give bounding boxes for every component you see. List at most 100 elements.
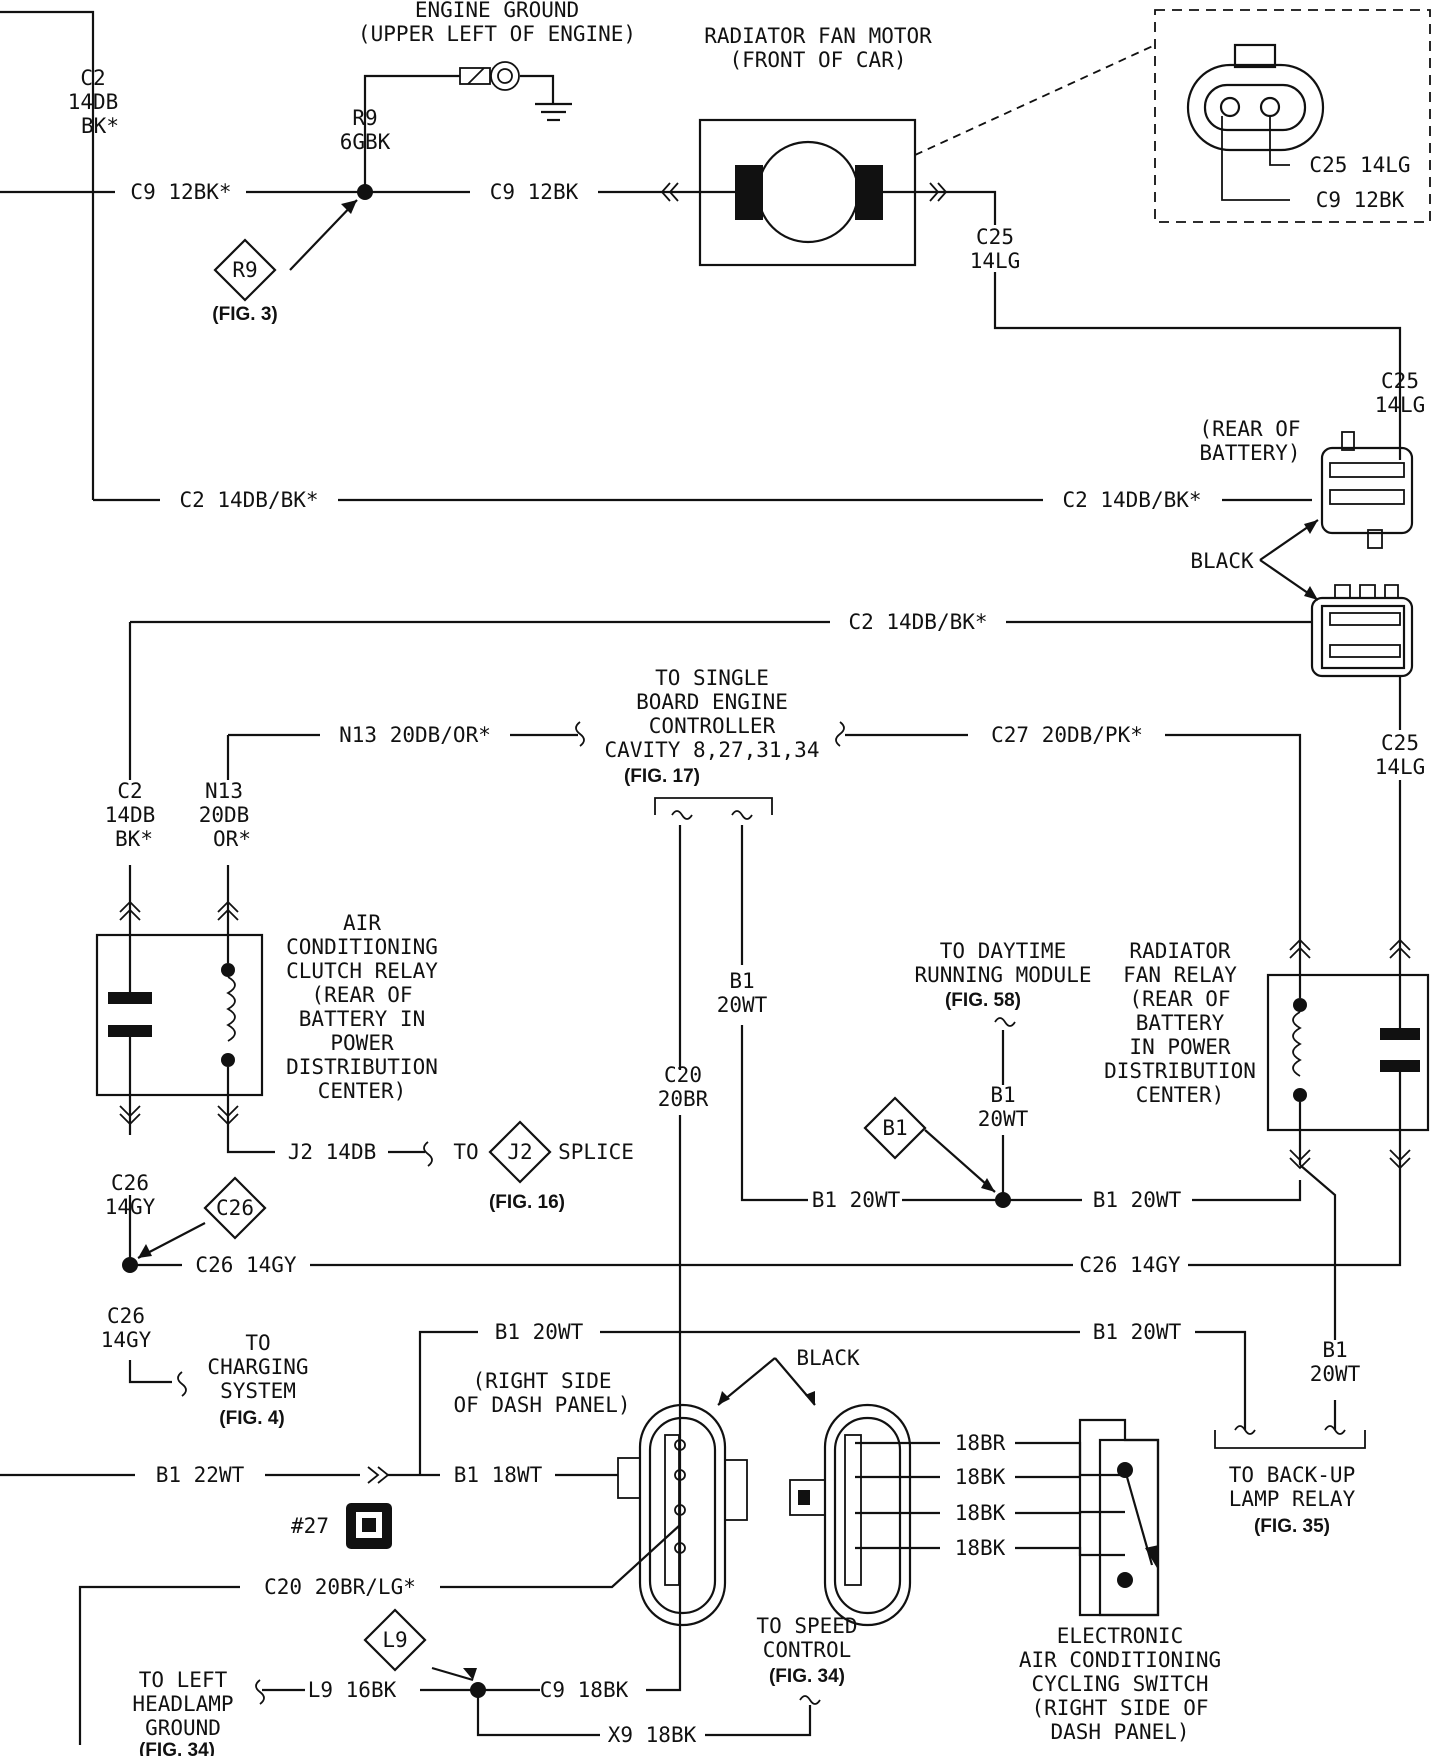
c25-conn-top-2: 14LG bbox=[1375, 393, 1426, 417]
fan-relay-7: CENTER) bbox=[1136, 1083, 1225, 1107]
wire-n13 bbox=[226, 733, 578, 905]
fan-relay-3: (REAR OF bbox=[1129, 987, 1230, 1011]
wire-fan-relay-bottom bbox=[1298, 1145, 1402, 1430]
ground-terminal-icon bbox=[459, 61, 572, 122]
wire-label-b1-top-left: B1 20WT bbox=[495, 1320, 584, 1344]
battery-connector-lower bbox=[1310, 584, 1414, 678]
diamond-l9-icon bbox=[363, 1608, 427, 1672]
wire-c20-bottom bbox=[78, 1524, 681, 1745]
ac-relay-5: BATTERY IN bbox=[299, 1007, 425, 1031]
pin-label-4: 18BK bbox=[955, 1536, 1006, 1560]
arrowhead-c26 bbox=[138, 1244, 152, 1258]
wire-c2-top-vertical bbox=[0, 10, 95, 500]
fan-relay-icon bbox=[1266, 938, 1430, 1170]
left-headlamp-2: HEADLAMP bbox=[132, 1692, 233, 1716]
c2-top-3: BK* bbox=[81, 114, 119, 138]
ac-relay-1: AIR bbox=[343, 911, 381, 935]
ac-relay-8: CENTER) bbox=[318, 1079, 407, 1103]
wire-label-b1-18wt: B1 18WT bbox=[454, 1463, 543, 1487]
drl-2: RUNNING MODULE bbox=[914, 963, 1091, 987]
b1-vert-2: 20WT bbox=[717, 993, 768, 1017]
splice-dots bbox=[122, 184, 1011, 1698]
sbec-bracket bbox=[654, 797, 773, 815]
ac-relay-icon bbox=[95, 900, 264, 1126]
wire-l9-arrow bbox=[431, 1666, 474, 1682]
c25-right-1: C25 bbox=[1381, 731, 1419, 755]
l9-diamond-label: L9 bbox=[382, 1628, 407, 1652]
cycling-switch-3: CYCLING SWITCH bbox=[1031, 1672, 1208, 1696]
b1-drl-1: B1 bbox=[990, 1083, 1015, 1107]
sbec-2: BOARD ENGINE bbox=[636, 690, 788, 714]
c26-bottom-2: 14GY bbox=[101, 1328, 152, 1352]
pin-label-2: 18BK bbox=[955, 1465, 1006, 1489]
wire-label-n13: N13 20DB/OR* bbox=[339, 723, 491, 747]
wire-label-b1-22wt: B1 22WT bbox=[156, 1463, 245, 1487]
c25-motor-1: C25 bbox=[976, 225, 1014, 249]
dash-panel-1: (RIGHT SIDE bbox=[472, 1369, 611, 1393]
wire-label-c20-bottom: C20 20BR/LG* bbox=[264, 1575, 416, 1599]
c25-right-2: 14LG bbox=[1375, 755, 1426, 779]
fig3-label: (FIG. 3) bbox=[212, 304, 277, 325]
dash-panel-2: OF DASH PANEL) bbox=[453, 1393, 630, 1417]
wire-label-c9-12bk-star: C9 12BK* bbox=[130, 180, 231, 204]
to-j2-splice: SPLICE bbox=[558, 1140, 634, 1164]
wire-label-c26-left: C26 14GY bbox=[195, 1253, 297, 1277]
fan-motor-line2: (FRONT OF CAR) bbox=[729, 48, 906, 72]
engine-ground-line1: ENGINE GROUND bbox=[415, 0, 579, 22]
c20-vert-2: 20BR bbox=[658, 1087, 709, 1111]
wire-r9-arrow bbox=[289, 199, 358, 271]
black-label-bottom: BLACK bbox=[796, 1346, 860, 1370]
c2-top-2: 14DB bbox=[68, 90, 119, 114]
break-symbols bbox=[177, 721, 1346, 1705]
speed-control-1: TO SPEED bbox=[756, 1614, 857, 1638]
ac-relay-3: CLUTCH RELAY bbox=[286, 959, 438, 983]
wire-b1-horizontal bbox=[902, 1180, 1302, 1202]
drl-fig: (FIG. 58) bbox=[945, 990, 1021, 1011]
cycling-switch-1: ELECTRONIC bbox=[1057, 1624, 1183, 1648]
wire-r9-ground bbox=[363, 74, 460, 192]
fan-relay-6: DISTRIBUTION bbox=[1104, 1059, 1256, 1083]
wire-label-c2-second: C2 14DB/BK* bbox=[848, 610, 987, 634]
diamond-b1-icon bbox=[863, 1096, 927, 1160]
c2-top-1: C2 bbox=[80, 66, 105, 90]
ground-lead bbox=[520, 74, 555, 104]
rear-of-battery-1: (REAR OF bbox=[1199, 417, 1300, 441]
ac-relay-6: POWER bbox=[330, 1031, 394, 1055]
c26-bottom-1: C26 bbox=[107, 1304, 145, 1328]
wire-b1-diamond-arrow bbox=[924, 1129, 996, 1193]
wire-label-b1-right: B1 20WT bbox=[1093, 1188, 1182, 1212]
to-j2-fig: (FIG. 16) bbox=[489, 1192, 565, 1213]
fan-relay-5: IN POWER bbox=[1129, 1035, 1231, 1059]
to-j2-diamond: J2 bbox=[507, 1140, 532, 1164]
wire-label-x9: X9 18BK bbox=[608, 1723, 697, 1747]
inset-c25-label: C25 14LG bbox=[1309, 153, 1410, 177]
wire-label-b1-left: B1 20WT bbox=[812, 1188, 901, 1212]
fan-relay-1: RADIATOR bbox=[1129, 939, 1231, 963]
ac-relay-7: DISTRIBUTION bbox=[286, 1055, 438, 1079]
wire-b1-top bbox=[418, 1330, 1247, 1475]
c25-motor-2: 14LG bbox=[970, 249, 1021, 273]
to-j2-to: TO bbox=[453, 1140, 478, 1164]
c2-vert-1: C2 bbox=[117, 779, 142, 803]
diamonds bbox=[203, 238, 927, 1672]
fan-motor-line1: RADIATOR FAN MOTOR bbox=[704, 24, 932, 48]
cycling-switch-icon bbox=[1078, 1418, 1160, 1617]
cycling-switch-4: (RIGHT SIDE OF bbox=[1031, 1696, 1208, 1720]
arrowhead-black bbox=[1304, 520, 1318, 600]
pin-label-3: 18BK bbox=[955, 1501, 1006, 1525]
wire-label-c9-12bk: C9 12BK bbox=[490, 180, 579, 204]
wire-label-c2-right: C2 14DB/BK* bbox=[1062, 488, 1201, 512]
arrowhead-b1 bbox=[981, 1178, 995, 1192]
labels: ENGINE GROUND (UPPER LEFT OF ENGINE) RAD… bbox=[68, 0, 1426, 1756]
wire-label-l9: L9 16BK bbox=[308, 1678, 397, 1702]
dash-connector-right bbox=[789, 1403, 912, 1627]
fan-relay-4: BATTERY bbox=[1136, 1011, 1225, 1035]
left-headlamp-3: GROUND bbox=[145, 1716, 221, 1740]
charging-1: TO bbox=[245, 1331, 270, 1355]
backup-bracket bbox=[1214, 1430, 1366, 1449]
b1-backup-1: B1 bbox=[1322, 1338, 1347, 1362]
sbec-4: CAVITY 8,27,31,34 bbox=[605, 738, 820, 762]
left-headlamp-1: TO LEFT bbox=[139, 1668, 228, 1692]
c20-vert-1: C20 bbox=[664, 1063, 702, 1087]
drl-1: TO DAYTIME bbox=[940, 939, 1066, 963]
